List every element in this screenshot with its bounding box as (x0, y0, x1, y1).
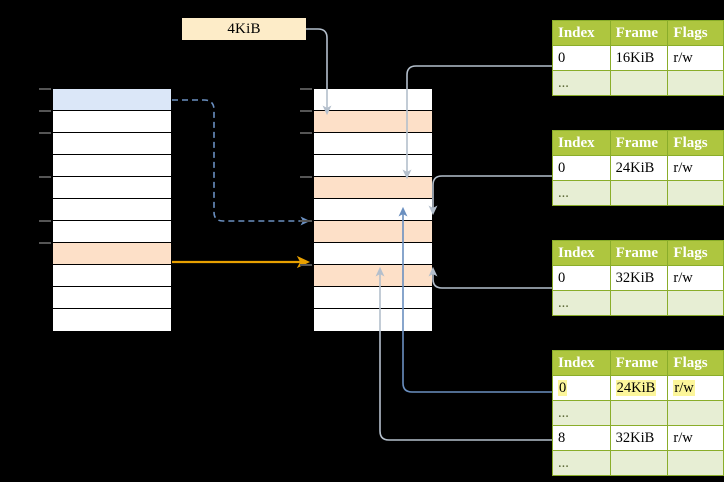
table-cell[interactable]: r/w (667, 155, 724, 181)
highlighted-value: 0 (558, 379, 568, 396)
virtual-address-column (52, 88, 172, 331)
row-tick-mark (39, 132, 51, 134)
row-tick-mark (39, 242, 51, 244)
table-header-index: Index (552, 350, 611, 376)
table-row[interactable]: ... (552, 290, 724, 316)
table-row[interactable]: ... (552, 450, 724, 476)
table-cell[interactable]: 24KiB (609, 155, 669, 181)
row-tick-mark (39, 176, 51, 178)
row-tick-mark (39, 88, 51, 90)
table-header-flags: Flags (667, 20, 724, 46)
table-cell[interactable] (667, 290, 724, 316)
physical-memory-row[interactable] (314, 177, 432, 199)
table-cell[interactable]: 0 (552, 265, 611, 291)
table-header-flags: Flags (667, 350, 724, 376)
table-cell[interactable]: 32KiB (609, 265, 669, 291)
table-header-flags: Flags (667, 240, 724, 266)
virtual-address-space-row[interactable] (53, 221, 171, 243)
virtual-address-space-row[interactable] (53, 133, 171, 155)
virtual-address-space-row[interactable] (53, 265, 171, 287)
virtual-address-space-row[interactable] (53, 111, 171, 133)
physical-memory-row[interactable] (314, 155, 432, 177)
physical-memory-row[interactable] (314, 287, 432, 309)
physical-memory-row[interactable] (314, 309, 432, 331)
physical-memory-row[interactable] (314, 111, 432, 133)
row-tick-mark (300, 220, 312, 222)
virtual-address-space-row[interactable] (53, 243, 171, 265)
virtual-address-space-row[interactable] (53, 89, 171, 111)
row-tick-mark (300, 88, 312, 90)
table-header-frame: Frame (609, 350, 669, 376)
highlighted-value: 24KiB (615, 379, 657, 396)
table-cell[interactable] (667, 400, 724, 426)
table-cell[interactable]: ... (552, 290, 611, 316)
table-row[interactable]: ... (552, 400, 724, 426)
table-row[interactable]: 0 24KiB r/w (552, 375, 724, 401)
table-cell[interactable] (609, 70, 669, 96)
table-cell[interactable] (667, 70, 724, 96)
table-cell[interactable]: 0 (552, 155, 611, 181)
physical-memory-row[interactable] (314, 221, 432, 243)
table-header-flags: Flags (667, 130, 724, 156)
table-cell[interactable]: 8 (552, 425, 611, 451)
table-header-frame: Frame (609, 20, 669, 46)
table-row[interactable]: ... (552, 70, 724, 96)
physical-memory-row[interactable] (314, 243, 432, 265)
physical-memory-row[interactable] (314, 199, 432, 221)
table-cell[interactable]: ... (552, 180, 611, 206)
table-cell[interactable] (609, 450, 669, 476)
table-cell[interactable]: r/w (667, 45, 724, 71)
table-cell[interactable]: r/w (667, 265, 724, 291)
physical-memory-row[interactable] (314, 89, 432, 111)
table-cell[interactable] (667, 450, 724, 476)
table-cell[interactable]: 0 (552, 375, 611, 401)
table-cell[interactable]: ... (552, 400, 611, 426)
table-header-index: Index (552, 130, 611, 156)
table-cell[interactable] (609, 180, 669, 206)
row-tick-mark (300, 132, 312, 134)
table-cell[interactable] (609, 290, 669, 316)
row-tick-mark (39, 220, 51, 222)
physical-memory-row[interactable] (314, 133, 432, 155)
table-cell[interactable]: r/w (667, 375, 724, 401)
table-cell[interactable]: 16KiB (609, 45, 669, 71)
virtual-address-space-row[interactable] (53, 199, 171, 221)
table-header-frame: Frame (609, 130, 669, 156)
physical-memory-column (313, 88, 433, 331)
row-tick-mark (300, 110, 312, 112)
row-tick-mark (300, 176, 312, 178)
page-size-label: 4KiB (182, 18, 306, 40)
highlighted-value: r/w (673, 379, 695, 396)
row-tick-mark (39, 110, 51, 112)
virtual-address-space-row[interactable] (53, 309, 171, 331)
virtual-address-space-row[interactable] (53, 177, 171, 199)
physical-memory-row[interactable] (314, 265, 432, 287)
row-tick-mark (300, 264, 312, 266)
table-cell[interactable]: r/w (667, 425, 724, 451)
table-cell[interactable]: ... (552, 450, 611, 476)
table-cell[interactable] (609, 400, 669, 426)
table-header-index: Index (552, 240, 611, 266)
table-header-index: Index (552, 20, 611, 46)
virtual-address-space-row[interactable] (53, 155, 171, 177)
table-cell[interactable] (667, 180, 724, 206)
table-cell[interactable]: ... (552, 70, 611, 96)
virtual-address-space-row[interactable] (53, 287, 171, 309)
table-cell[interactable]: 32KiB (609, 425, 669, 451)
table-cell[interactable]: 0 (552, 45, 611, 71)
table-row[interactable]: ... (552, 180, 724, 206)
table-cell[interactable]: 24KiB (609, 375, 669, 401)
table-header-frame: Frame (609, 240, 669, 266)
